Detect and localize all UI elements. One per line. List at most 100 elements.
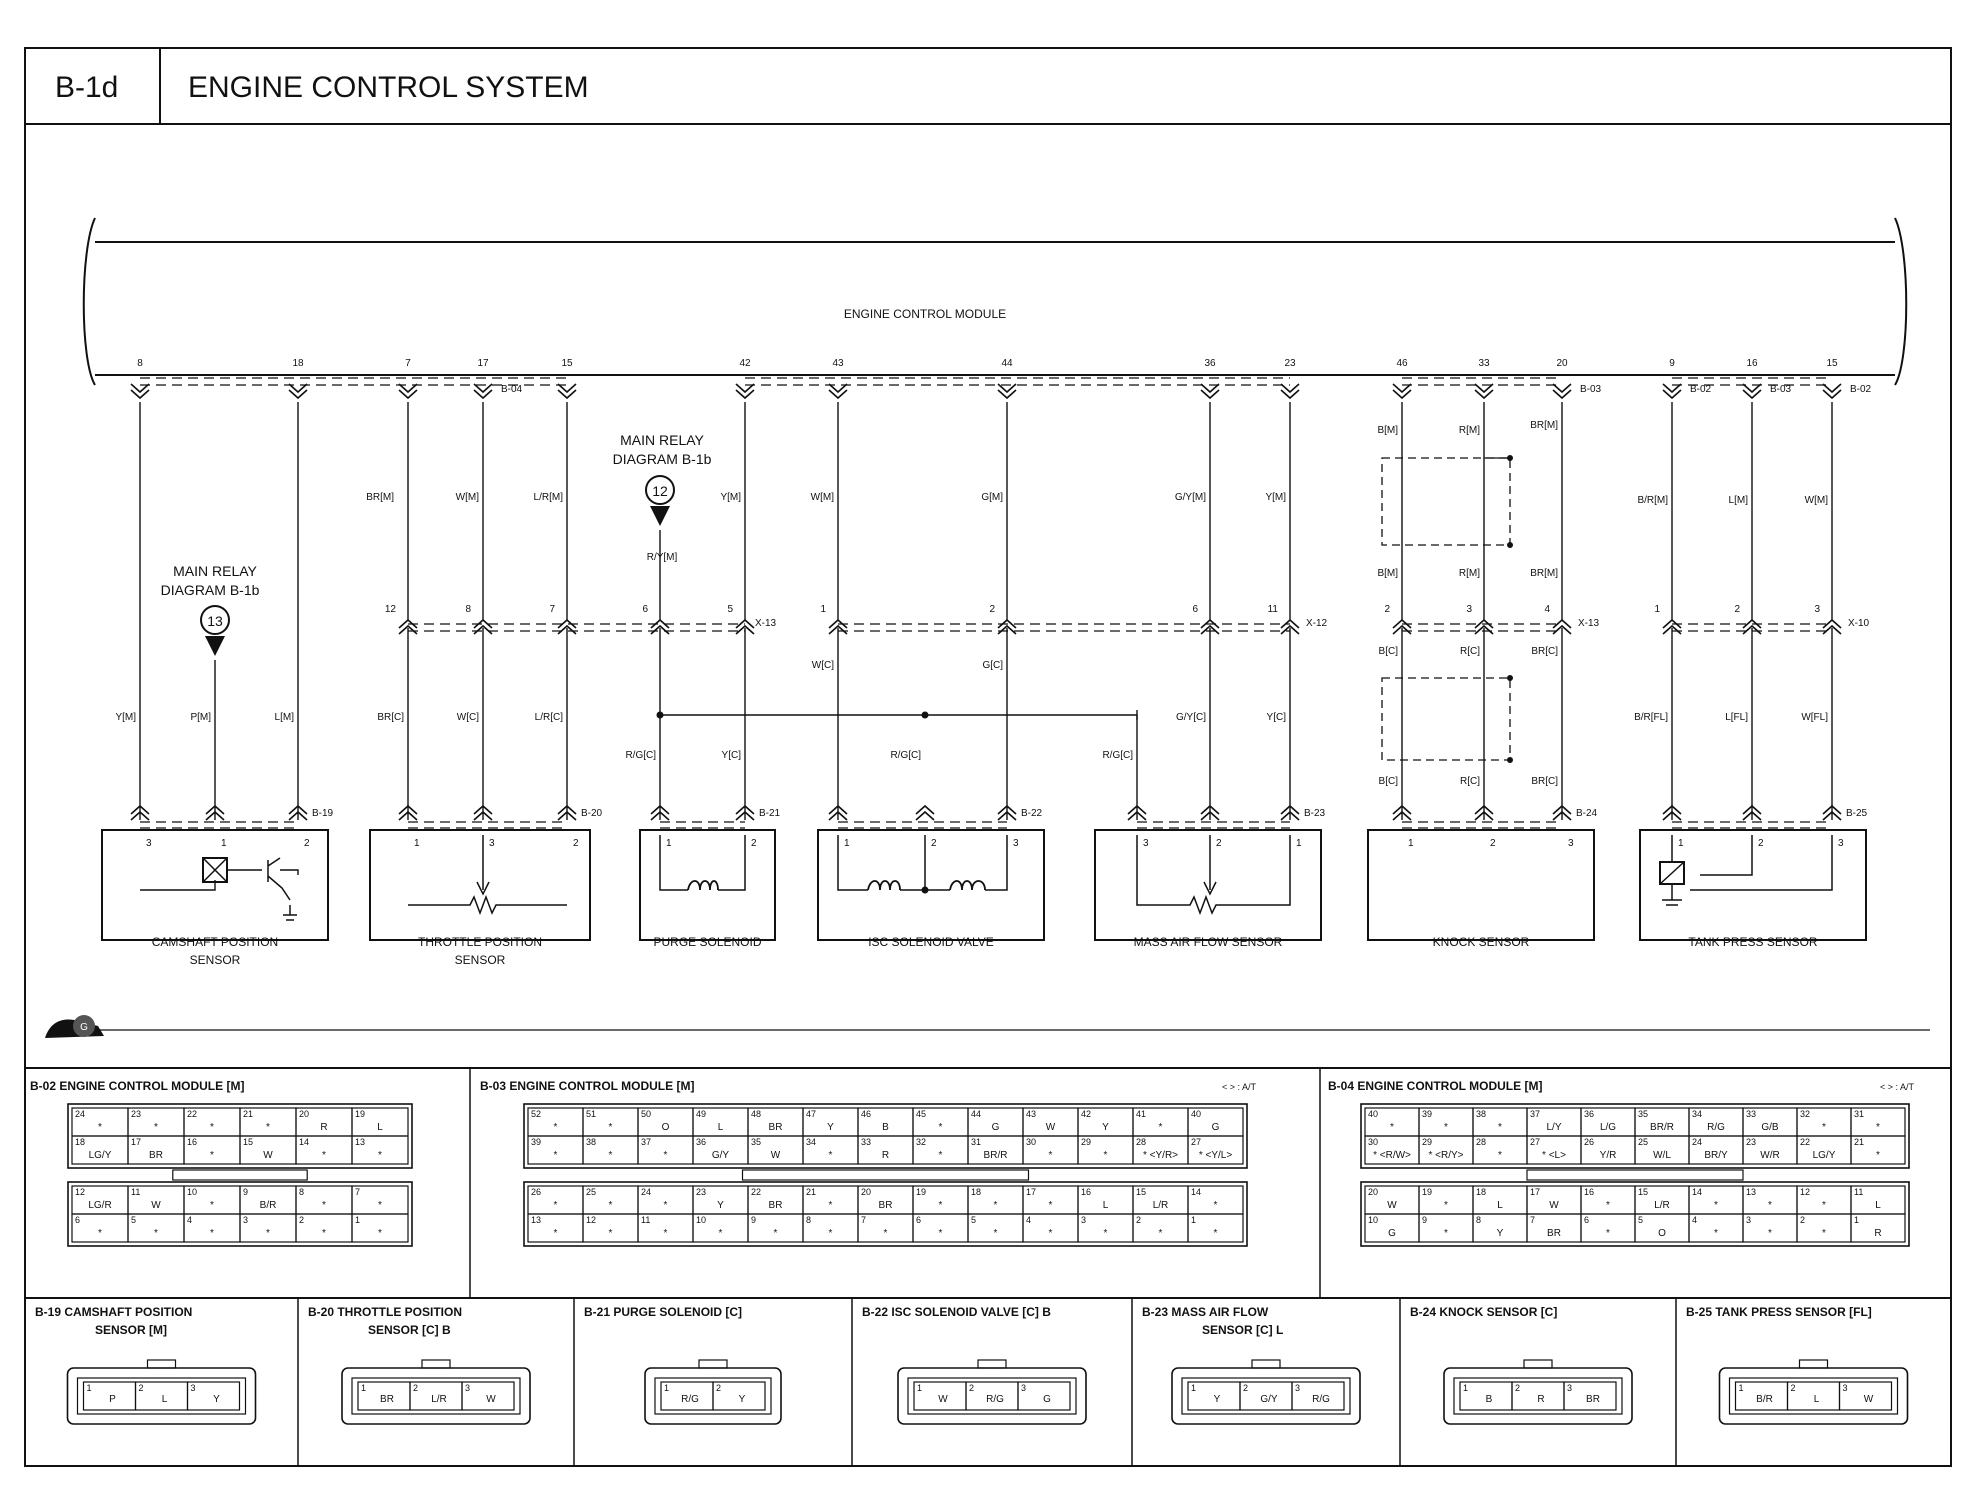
cavity-wire: * — [609, 1228, 613, 1239]
cavity-wire: G — [1043, 1394, 1051, 1405]
cavity-wire: * — [210, 1228, 214, 1239]
cavity-number: 14 — [299, 1137, 309, 1147]
wire-color-label: B[C] — [1379, 776, 1399, 787]
connector-housing — [1360, 1181, 1910, 1247]
wire-color-label: P[M] — [190, 712, 211, 723]
cavity-wire: * — [1822, 1228, 1826, 1239]
component-terminal — [997, 804, 1017, 821]
connector-cavity — [1291, 1381, 1345, 1411]
component-connector: B-24 — [1576, 808, 1598, 819]
cavity-wire: * — [884, 1228, 888, 1239]
cavity-number: 37 — [641, 1137, 651, 1147]
cavity-number: 39 — [1422, 1109, 1432, 1119]
connector-face — [351, 1377, 521, 1415]
ecm-pin-terminal — [1474, 383, 1494, 400]
x-connector-pin: 2 — [989, 604, 995, 615]
ecm-pin-terminal — [997, 383, 1017, 400]
cavity-wire: W — [1046, 1122, 1056, 1133]
cavity-number: 24 — [1692, 1137, 1702, 1147]
potentiometer-icon — [408, 835, 567, 916]
cavity-number: 49 — [696, 1109, 706, 1119]
cavity-wire: * — [554, 1122, 558, 1133]
cavity-wire: BR — [769, 1122, 783, 1133]
connector-view-title: B-22 ISC SOLENOID VALVE [C] B — [862, 1305, 1051, 1319]
cavity-wire: * — [1498, 1122, 1502, 1133]
cavity-wire: Y — [739, 1394, 746, 1405]
cavity-number: 22 — [1800, 1137, 1810, 1147]
cavity-number: 2 — [1243, 1383, 1248, 1393]
component-terminal — [288, 804, 308, 821]
cavity-wire: * — [1444, 1200, 1448, 1211]
pressure-element-icon — [1659, 861, 1685, 885]
cavity-number: 2 — [1136, 1215, 1141, 1225]
x-connector-name: X-10 — [1848, 618, 1870, 629]
cavity-wire: W — [1387, 1200, 1397, 1211]
cavity-wire: * — [322, 1150, 326, 1161]
wire-color-label: R/G[C] — [1102, 750, 1133, 761]
ecm-pin-label: 44 — [1001, 358, 1013, 369]
wire-color-label: BR[M] — [366, 492, 394, 503]
cavity-wire: BR — [1586, 1394, 1600, 1405]
cavity-wire: Y — [1214, 1394, 1221, 1405]
cavity-wire: B — [1486, 1394, 1493, 1405]
cavity-wire: * — [1214, 1200, 1218, 1211]
cavity-number: 27 — [1530, 1137, 1540, 1147]
cavity-wire: * — [1049, 1200, 1053, 1211]
cavity-wire: * — [554, 1150, 558, 1161]
cavity-wire: O — [662, 1122, 670, 1133]
cavity-number: 8 — [1476, 1215, 1481, 1225]
ecm-pin-terminal — [735, 383, 755, 400]
cavity-number: 1 — [664, 1383, 669, 1393]
cavity-wire: * — [378, 1228, 382, 1239]
cavity-wire: G — [1388, 1228, 1396, 1239]
cavity-wire: * — [1876, 1122, 1880, 1133]
x-connector-pin: 3 — [1814, 604, 1820, 615]
cavity-number: 1 — [917, 1383, 922, 1393]
cavity-number: 2 — [1800, 1215, 1805, 1225]
main-relay-13-line2: DIAGRAM B-1b — [161, 582, 260, 598]
cavity-number: 51 — [586, 1109, 596, 1119]
cavity-wire: R — [1874, 1228, 1881, 1239]
wire-color-label: B[M] — [1377, 568, 1398, 579]
component-terminal — [205, 804, 225, 821]
main-relay-12-arrow — [650, 506, 670, 526]
cavity-number: 18 — [971, 1187, 981, 1197]
cavity-number: 19 — [916, 1187, 926, 1197]
cavity-wire: * — [1390, 1122, 1394, 1133]
component-pin: 1 — [666, 838, 672, 849]
component-pin: 3 — [1568, 838, 1574, 849]
ground-badge: G — [80, 1022, 88, 1033]
cavity-wire: L/G — [1600, 1122, 1616, 1133]
connector-view-title: SENSOR [M] — [95, 1323, 167, 1337]
cavity-number: 3 — [191, 1383, 196, 1393]
component-connector: B-25 — [1846, 808, 1868, 819]
cavity-wire: * — [154, 1228, 158, 1239]
wire-color-label: Y[C] — [1267, 712, 1287, 723]
wire-color-label: R[M] — [1459, 568, 1480, 579]
cavity-wire: * — [1104, 1150, 1108, 1161]
cavity-wire: R/G — [681, 1394, 699, 1405]
cavity-wire: Y/R — [1600, 1150, 1617, 1161]
ecm-pin-label: 23 — [1284, 358, 1296, 369]
connector-housing — [67, 1181, 413, 1247]
pressure-element-icon — [1659, 861, 1685, 885]
component-box — [1094, 829, 1322, 941]
cavity-number: 31 — [1854, 1109, 1864, 1119]
outer-frame — [24, 47, 1952, 1467]
connector-latch — [698, 1359, 728, 1369]
cavity-number: 23 — [1746, 1137, 1756, 1147]
cavity-number: 22 — [187, 1109, 197, 1119]
cavity-wire: W — [1864, 1394, 1874, 1405]
ecm-pin-label: 16 — [1746, 358, 1758, 369]
cavity-number: 33 — [861, 1137, 871, 1147]
cavity-number: 5 — [971, 1215, 976, 1225]
connector-latch — [1251, 1359, 1281, 1369]
cavity-wire: * <L> — [1542, 1150, 1566, 1161]
wire-color-label: G[M] — [981, 492, 1003, 503]
cavity-number: 14 — [1692, 1187, 1702, 1197]
wire-color-label: W[FL] — [1801, 712, 1828, 723]
main-relay-12-wire: R/Y[M] — [647, 552, 678, 563]
ecm-pin-label: 7 — [405, 358, 411, 369]
cavity-wire: * — [210, 1122, 214, 1133]
cavity-wire: Y — [213, 1394, 220, 1405]
